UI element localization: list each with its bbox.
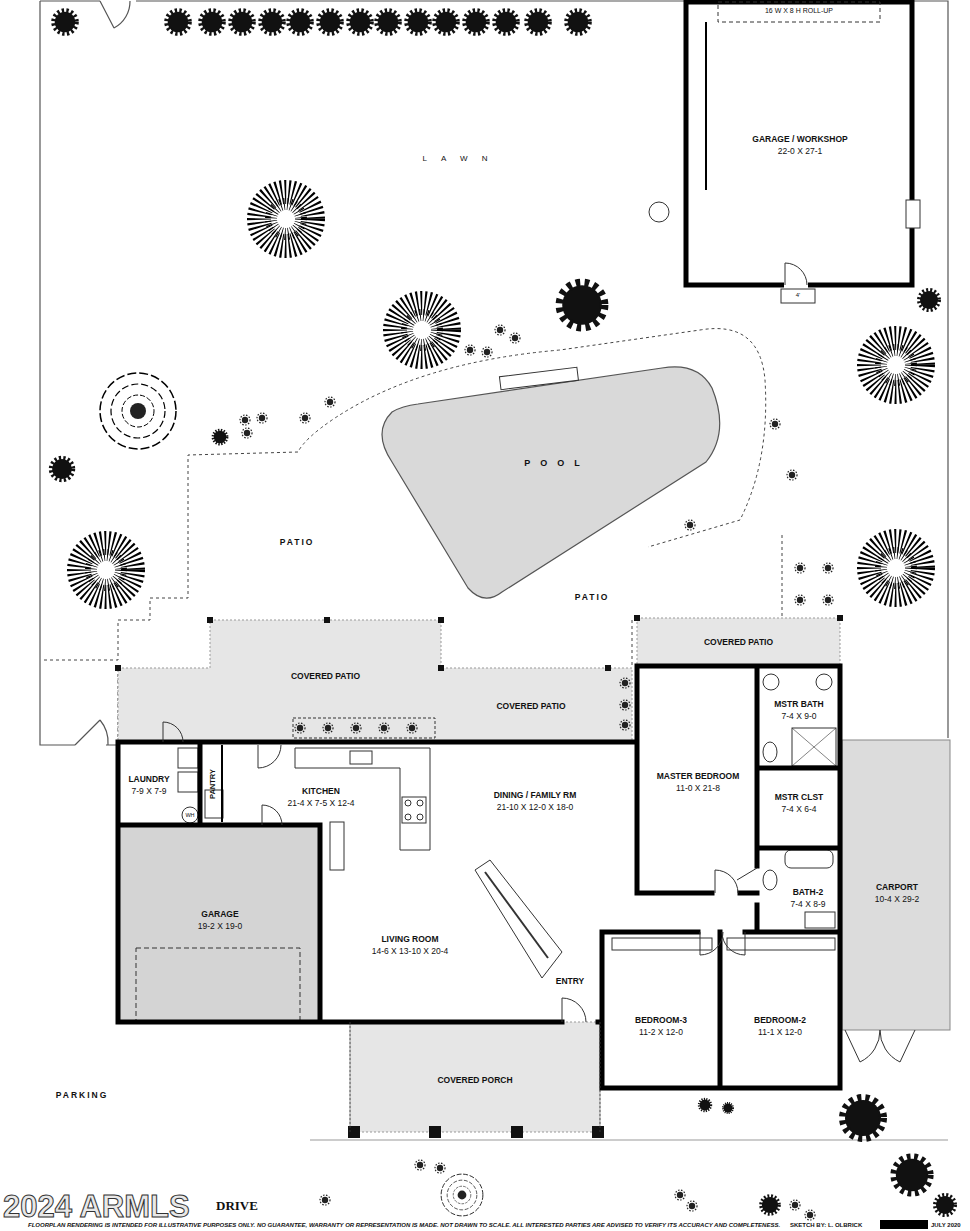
room-dimensions: 7-9 X 7-9 (132, 785, 167, 797)
room-name: COVERED PATIO (704, 636, 773, 648)
room-name: COVERED PATIO (496, 700, 565, 712)
redaction-box (880, 1220, 928, 1229)
room-name: POOL (514, 457, 590, 469)
room-dimensions: 11-0 X 21-8 (676, 782, 720, 794)
covered-patio: COVERED PATIO (446, 672, 616, 740)
room-name: GARAGE / WORKSHOP (752, 133, 847, 145)
closet: MSTR CLST7-4 X 6-4 (759, 783, 839, 823)
bed-room: MASTER BEDROOM11-0 X 21-8 (642, 720, 754, 844)
room-dimensions: 7-4 X 9-0 (782, 710, 817, 722)
doors (163, 722, 915, 1132)
pantry: PANTRY (204, 748, 222, 820)
walls (118, 666, 840, 1088)
bath-room: BATH-27-4 X 8-9 (778, 880, 838, 916)
address: DRIVE (216, 1198, 258, 1214)
sketch-credit: SKETCH BY: L. OLBRICK (790, 1222, 862, 1229)
pool: POOL (372, 362, 732, 607)
room-name: KITCHEN (302, 785, 340, 797)
patio-outline (44, 329, 782, 742)
watermark: 2024 ARMLS (3, 1188, 190, 1225)
area-label: LAWN (423, 154, 502, 164)
room-name: PANTRY (207, 769, 219, 799)
room-dimensions: 11-1 X 12-0 (758, 1026, 802, 1038)
room-name: COVERED PATIO (291, 670, 360, 682)
room-name: DINING / FAMILY RM (494, 789, 577, 801)
room-dimensions: 10-4 X 29-2 (875, 893, 919, 905)
lot-line (310, 1140, 948, 1141)
bath-room: MSTR BATH7-4 X 9-0 (759, 690, 839, 730)
room-name: BEDROOM-3 (635, 1014, 687, 1026)
room-name: COVERED PORCH (437, 1074, 512, 1086)
covered-porch: COVERED PORCH (356, 1050, 594, 1110)
room-dimensions: 19-2 X 19-0 (198, 920, 242, 932)
room-name: MSTR BATH (774, 698, 823, 710)
room-name: MASTER BEDROOM (657, 770, 740, 782)
diving-board (499, 367, 578, 389)
kitchen-room: KITCHEN21-4 X 7-5 X 12-4 (262, 768, 380, 826)
room-dimensions: 7-4 X 8-9 (791, 898, 826, 910)
area-label: PARKING (56, 1090, 109, 1100)
workshop-building (649, 2, 920, 303)
room-name: LAUNDRY (128, 773, 169, 785)
posts (115, 615, 843, 1138)
door-note: 16 W X 8 H ROLL-UP (765, 7, 833, 15)
room-dimensions: 7-4 X 6-4 (782, 803, 817, 815)
room-dimensions: 21-10 X 12-0 X 18-0 (497, 801, 574, 813)
vegetation (51, 11, 955, 1221)
room-dimensions: 22-0 X 27-1 (778, 145, 822, 157)
garage-room: GARAGE19-2 X 19-0 (124, 895, 316, 945)
living-room: LIVING ROOM14-6 X 13-10 X 20-4 (335, 915, 485, 975)
room-name: BATH-2 (793, 886, 824, 898)
room-dimensions: 14-6 X 13-10 X 20-4 (372, 945, 449, 957)
entry-label: ENTRY (556, 976, 585, 986)
room-dimensions: 11-2 X 12-0 (639, 1026, 683, 1038)
bed-room: BEDROOM-211-1 X 12-0 (724, 1000, 836, 1052)
room-name: GARAGE (201, 908, 238, 920)
disclaimer: FLOORPLAN RENDERING IS INTENDED FOR ILLU… (28, 1222, 780, 1229)
pool-shape (382, 367, 720, 598)
step-size: 4' (796, 292, 800, 299)
room-name: LIVING ROOM (381, 933, 438, 945)
covered-areas (118, 618, 950, 1132)
area-label: PATIO (280, 537, 315, 547)
covered-patio: COVERED PATIO (213, 624, 438, 728)
carport: CARPORT10-4 X 29-2 (848, 870, 946, 916)
yard-boundary (40, 1, 948, 745)
appliance-label: WH (185, 812, 194, 819)
pantry-wall (221, 745, 223, 822)
area-label: PATIO (575, 592, 610, 602)
covered-patio: COVERED PATIO (640, 622, 837, 662)
bed-room: BEDROOM-311-2 X 12-0 (606, 1000, 716, 1052)
room-dimensions: 21-4 X 7-5 X 12-4 (287, 797, 354, 809)
room-name: CARPORT (876, 881, 918, 893)
room-name: MSTR CLST (775, 791, 824, 803)
workshop-room: GARAGE / WORKSHOP22-0 X 27-1 (700, 110, 900, 180)
room-name: BEDROOM-2 (754, 1014, 806, 1026)
sketch-date: JULY 2020 (931, 1222, 961, 1229)
laundry-room: LAUNDRY7-9 X 7-9 (122, 760, 176, 810)
pool-outline (372, 362, 732, 607)
dining-room: DINING / FAMILY RM21-10 X 12-0 X 18-0 (440, 775, 630, 827)
